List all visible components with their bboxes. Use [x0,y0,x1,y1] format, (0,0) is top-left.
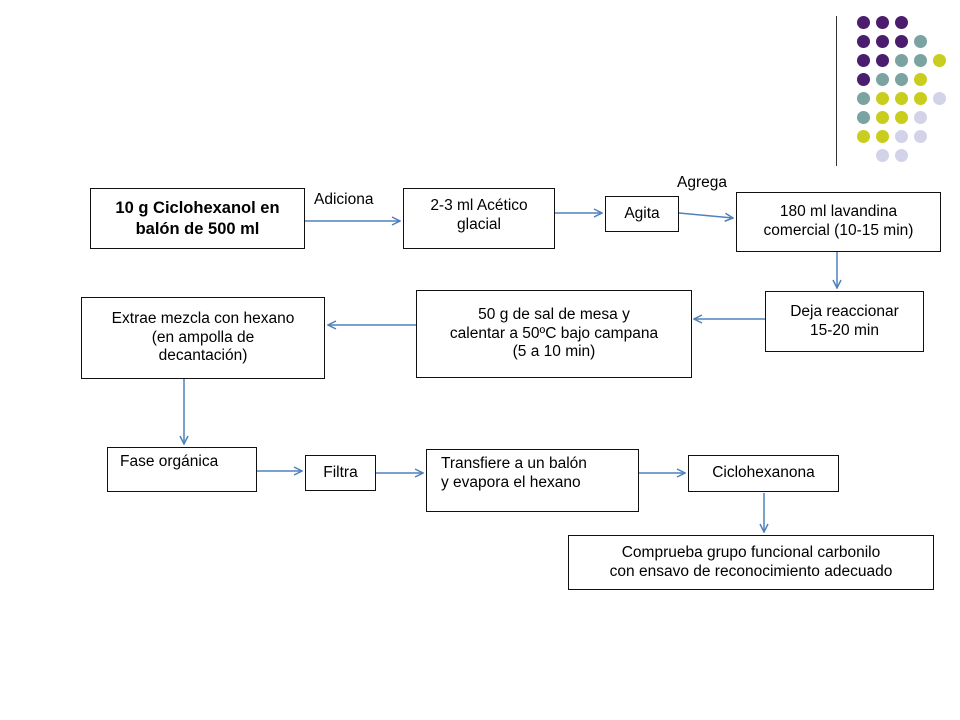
decor-dot [895,16,908,29]
decor-dot [857,54,870,67]
decor-dot [876,35,889,48]
decor-dot [895,111,908,124]
decor-dot [857,16,870,29]
decor-dot [914,130,927,143]
decor-dot [895,73,908,86]
node-comprueba: Comprueba grupo funcional carbonilo con … [568,535,934,590]
node-ciclohexanona: Ciclohexanona [688,455,839,492]
edge-label-adiciona: Adiciona [314,191,374,208]
decor-dot [914,54,927,67]
decor-dot [857,92,870,105]
node-fase-organica: Fase orgánica [107,447,257,492]
decor-dot [895,54,908,67]
node-agita: Agita [605,196,679,232]
decor-dot [914,73,927,86]
decor-dot [895,92,908,105]
decor-dot [876,92,889,105]
node-transfiere: Transfiere a un balón y evapora el hexan… [426,449,639,512]
decor-dot [857,73,870,86]
decor-dot [876,16,889,29]
decor-dot [876,54,889,67]
arrow-agita-to-lavandina [678,212,733,218]
node-lavandina: 180 ml lavandina comercial (10-15 min) [736,192,941,252]
decor-dot [857,130,870,143]
decor-dot [876,130,889,143]
decor-dot [876,73,889,86]
edge-label-agrega: Agrega [677,174,727,191]
decor-dot [895,35,908,48]
decor-dot [857,111,870,124]
decor-dot [857,35,870,48]
decor-dot [895,130,908,143]
decor-dot [895,149,908,162]
node-filtra: Filtra [305,455,376,491]
decor-dot [933,54,946,67]
decor-dot [876,111,889,124]
node-ciclohexanol: 10 g Ciclohexanol en balón de 500 ml [90,188,305,249]
node-reaccionar: Deja reaccionar 15-20 min [765,291,924,352]
decor-dot [914,111,927,124]
decor-dot [933,92,946,105]
decor-dot [914,35,927,48]
decor-dot [914,92,927,105]
decorative-divider-line [836,16,837,166]
node-sal: 50 g de sal de mesa y calentar a 50ºC ba… [416,290,692,378]
node-extrae: Extrae mezcla con hexano (en ampolla de … [81,297,325,379]
decor-dot [876,149,889,162]
node-acetico: 2-3 ml Acético glacial [403,188,555,249]
